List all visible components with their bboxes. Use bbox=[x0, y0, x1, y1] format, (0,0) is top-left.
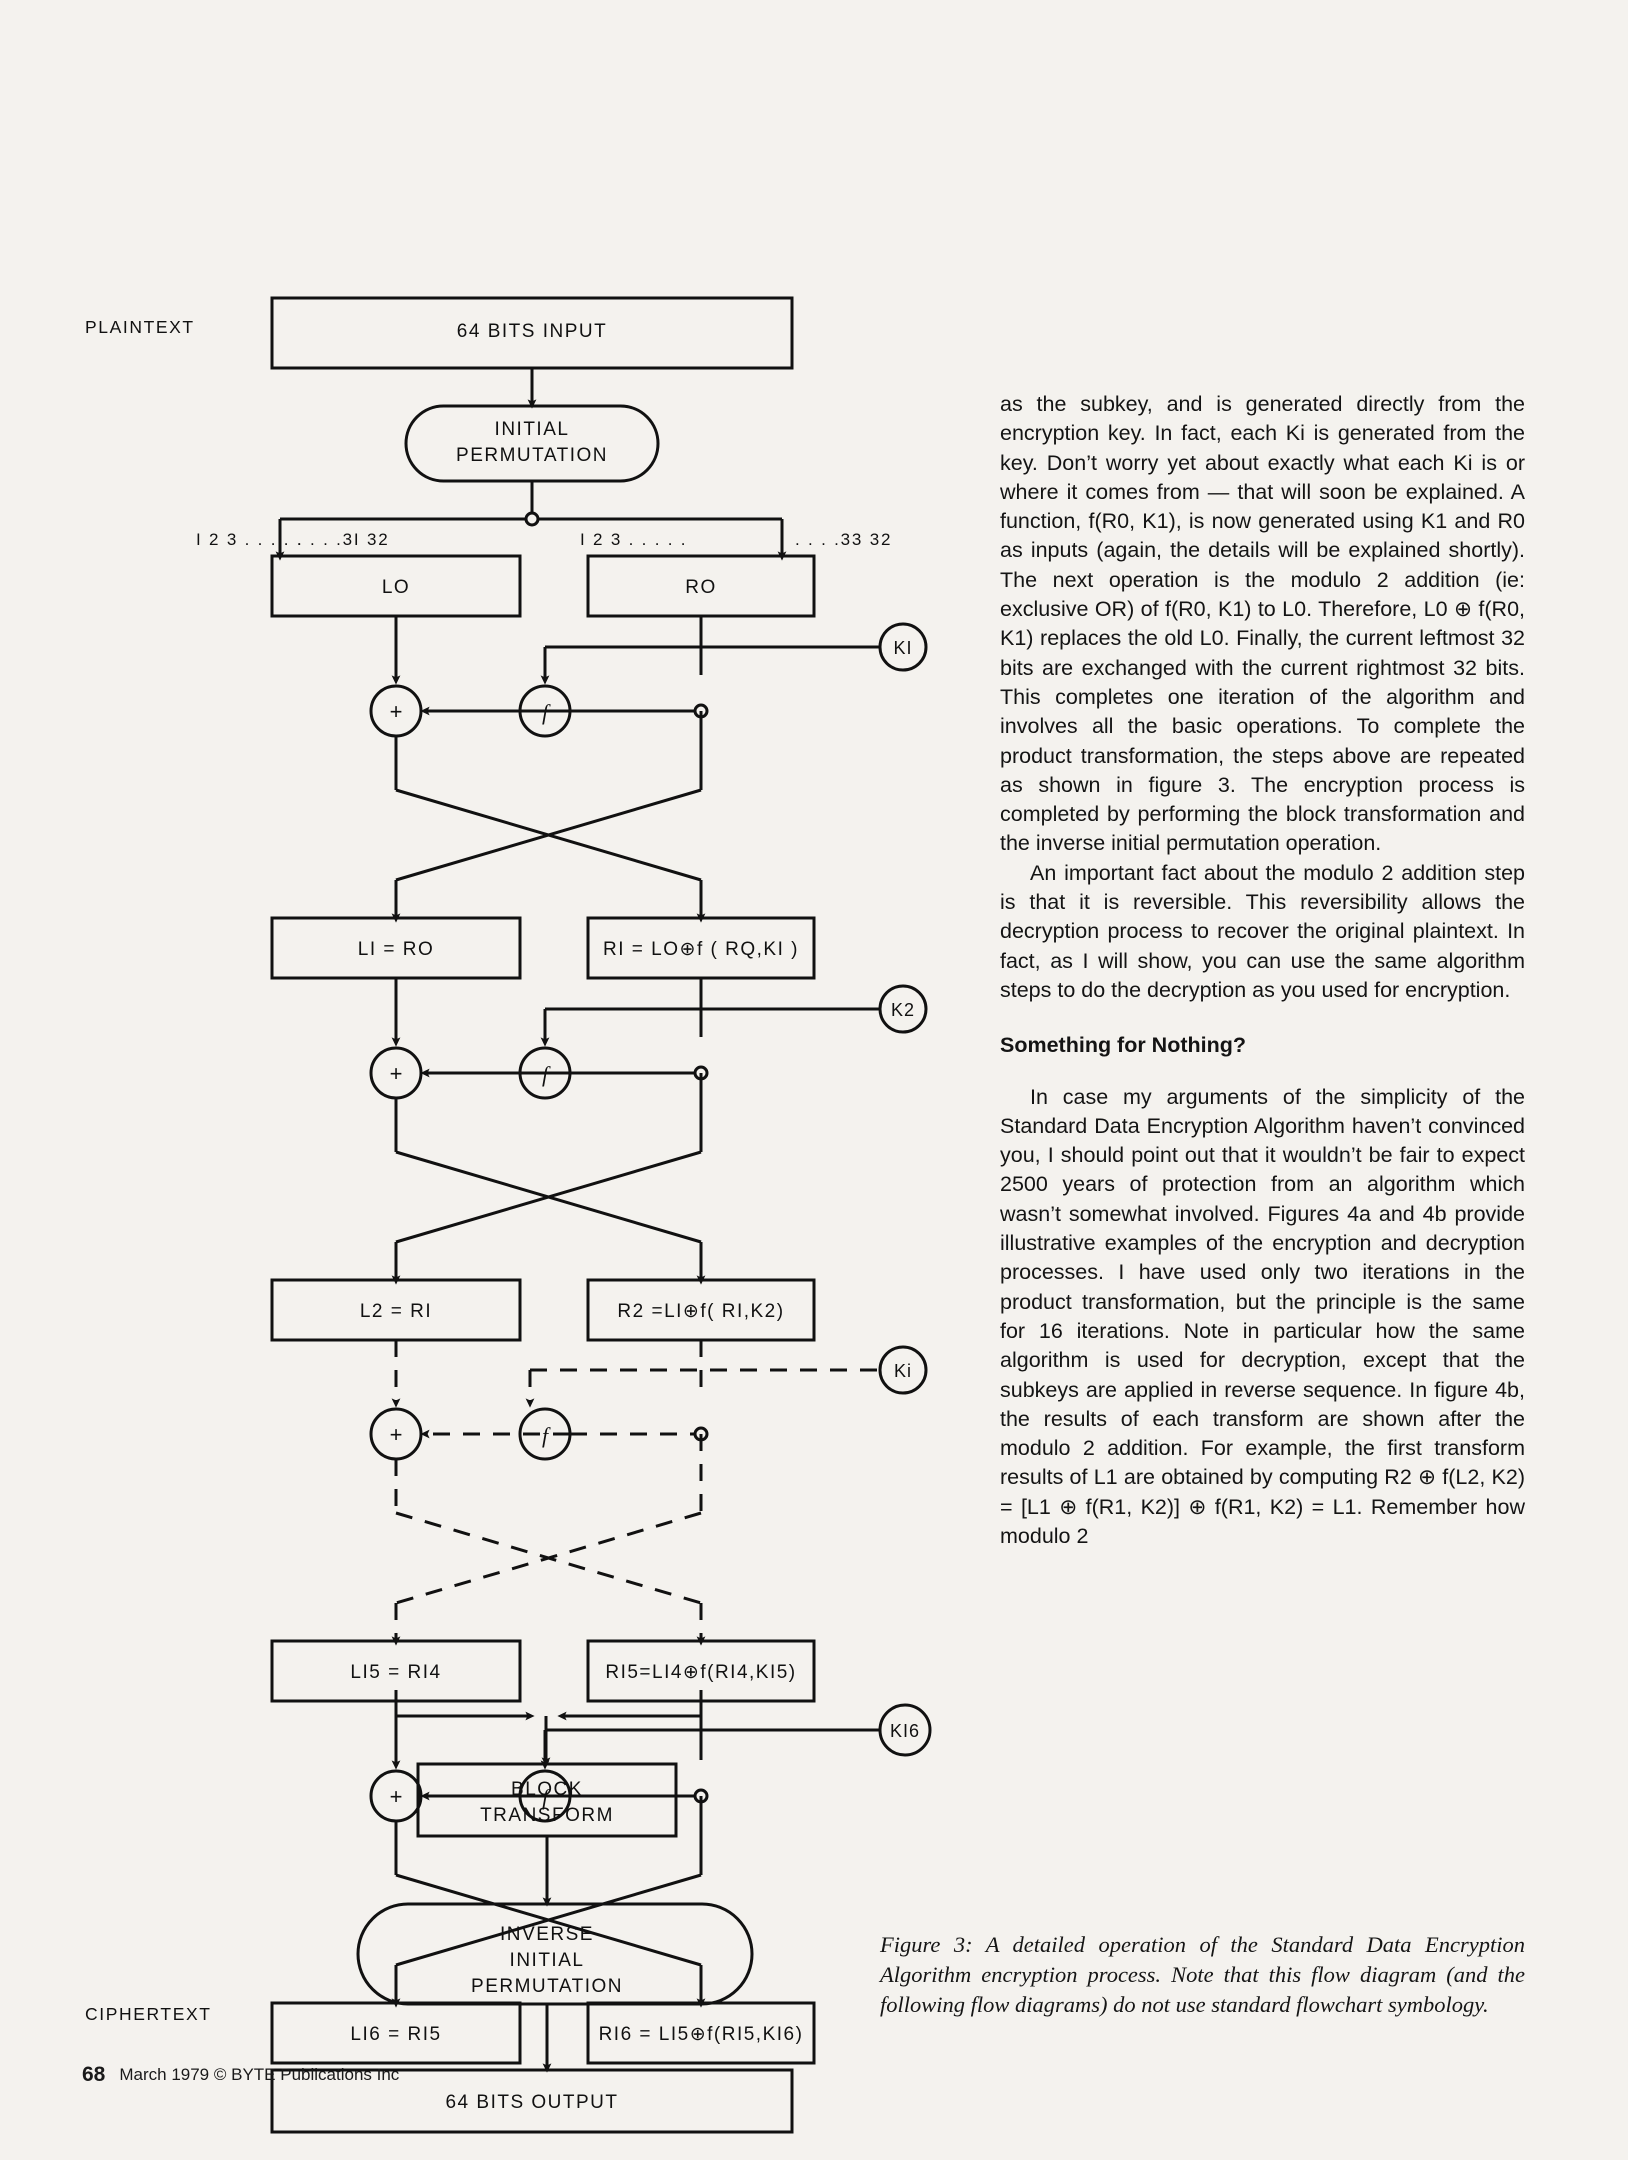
output-box-label: 64 BITS OUTPUT bbox=[445, 2092, 618, 2113]
inverse-ip-line1: INVERSE bbox=[500, 1924, 594, 1945]
round-2-xor-label: + bbox=[390, 1061, 403, 1086]
plaintext-label: PLAINTEXT bbox=[85, 317, 195, 337]
bit-label-right-high: . . . .33 32 bbox=[795, 530, 892, 549]
bit-label-left-low: I 2 3 . . . . . bbox=[196, 530, 303, 549]
round-1-cross-b bbox=[395, 788, 702, 882]
initial-permutation-line1: INITIAL bbox=[495, 419, 570, 440]
page-number: 68 bbox=[82, 2063, 106, 2086]
round-i-key-circle bbox=[878, 1345, 928, 1395]
article-subhead: Something for Nothing? bbox=[1000, 1033, 1247, 1058]
round-2-key-label: K2 bbox=[891, 1000, 915, 1020]
des-flow-bottom: BLOCK TRANSFORM INVERSE INITIAL PERMUTAT… bbox=[0, 1690, 1000, 2160]
page-footer: 68 March 1979 © BYTE Publications Inc bbox=[82, 2063, 399, 2087]
round-16-key-circle bbox=[878, 1703, 932, 1757]
junction-dot-ip bbox=[524, 511, 540, 527]
round-2-cross-b bbox=[395, 1150, 702, 1244]
figure-caption: Figure 3: A detailed operation of the St… bbox=[880, 1932, 1525, 2017]
round-15-left-label: LI5 = RI4 bbox=[350, 1662, 441, 1683]
round-16-xor-label: + bbox=[390, 1784, 403, 1809]
round-i-f-label: f bbox=[542, 1423, 551, 1448]
ciphertext-label: CIPHERTEXT bbox=[85, 2004, 212, 2024]
round-i-key-label: Ki bbox=[894, 1361, 912, 1381]
initial-permutation-line2: PERMUTATION bbox=[456, 445, 608, 466]
round-16-left-label: LI6 = RI5 bbox=[350, 2024, 441, 2045]
inverse-ip-line2: INITIAL bbox=[510, 1950, 585, 1971]
round-2-left-label: L2 = RI bbox=[360, 1301, 432, 1322]
article-text-column: as the subkey, and is generated directly… bbox=[1000, 390, 1525, 1551]
block-transform-line1: BLOCK bbox=[511, 1779, 583, 1800]
round-1-key-label: KI bbox=[893, 638, 912, 658]
inverse-ip-line3: PERMUTATION bbox=[471, 1976, 623, 1997]
round-i-xor-label: + bbox=[390, 1422, 403, 1447]
round-0-left-label: LO bbox=[382, 577, 410, 598]
des-flow-diagram: PLAINTEXT CIPHERTEXT 64 BITS INPUT INITI… bbox=[85, 296, 932, 2065]
round-16-cross-b bbox=[395, 1873, 702, 1967]
round-2-right-label: R2 =LI⊕f( RI,K2) bbox=[617, 1301, 784, 1322]
round-1-key-circle bbox=[878, 622, 928, 672]
round-16-right-label: RI6 = LI5⊕f(RI5,KI6) bbox=[599, 2024, 804, 2045]
round-1-xor-label: + bbox=[390, 699, 403, 724]
round-15-right-label: RI5=LI4⊕f(RI4,KI5) bbox=[605, 1662, 796, 1683]
article-paragraph-1: as the subkey, and is generated directly… bbox=[1000, 392, 1525, 856]
article-paragraph-2: An important fact about the modulo 2 add… bbox=[1000, 860, 1525, 1002]
round-i-cross-b bbox=[395, 1511, 702, 1605]
publication-credit: March 1979 © BYTE Publications Inc bbox=[119, 2065, 400, 2084]
round-0-right-label: RO bbox=[685, 577, 717, 598]
block-transform-line2: TRANSFORM bbox=[480, 1805, 614, 1826]
input-box-label: 64 BITS INPUT bbox=[457, 321, 607, 342]
output-box bbox=[270, 2068, 794, 2134]
round-1-left-label: LI = RO bbox=[358, 939, 435, 960]
inverse-initial-permutation-box bbox=[356, 1902, 754, 2006]
round-1-right-label: RI = LO⊕f ( RQ,KI ) bbox=[603, 939, 799, 960]
round-2-key-circle bbox=[878, 984, 928, 1034]
bit-label-right-low: I 2 3 . . . . . bbox=[580, 530, 687, 549]
round-16-key-label: KI6 bbox=[890, 1721, 920, 1741]
bit-label-left-high: . . . .3I 32 bbox=[297, 530, 389, 549]
article-paragraph-3: In case my arguments of the simplicity o… bbox=[1000, 1084, 1525, 1548]
